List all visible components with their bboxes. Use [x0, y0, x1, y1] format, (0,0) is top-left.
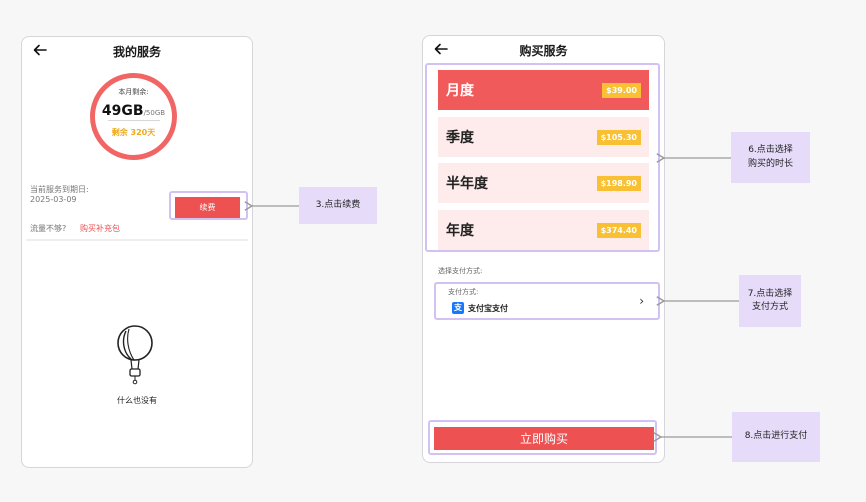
- renew-button[interactable]: 续费: [175, 197, 240, 218]
- remaining-amount: 49GB: [101, 103, 144, 119]
- divider: [26, 239, 248, 241]
- alipay-icon: 支: [452, 302, 464, 314]
- data-usage-ring: [90, 73, 177, 160]
- note-duration: 6.点击选择 购买的时长: [731, 132, 810, 183]
- top-bar: 购买服务: [423, 36, 664, 64]
- page-title: 我的服务: [112, 45, 161, 59]
- payment-caption: 支付方式:: [448, 288, 479, 296]
- payment-section-label: 选择支付方式:: [438, 267, 483, 275]
- remaining-label: 本月剩余:: [118, 88, 149, 96]
- total-amount: /50GB: [143, 109, 166, 117]
- plan-half-year[interactable]: 半年度 $198.90: [438, 163, 649, 203]
- expiry-date: 2025-03-09: [30, 195, 77, 204]
- highlight-plans: [425, 63, 660, 252]
- page-title: 购买服务: [519, 44, 568, 58]
- plan-price: $198.90: [596, 176, 641, 191]
- buy-now-button[interactable]: 立即购买: [434, 427, 654, 450]
- note-payment-line2: 支付方式: [751, 302, 788, 312]
- note-payment: 7.点击选择 支付方式: [739, 275, 801, 327]
- ring-divider: [108, 120, 160, 121]
- note-duration-line2: 购买的时长: [747, 158, 793, 169]
- remaining-value: 49GB/50GB: [87, 100, 180, 119]
- note-duration-line1: 6.点击选择: [748, 145, 793, 155]
- payment-method-name: 支付宝支付: [468, 304, 508, 313]
- empty-state-text: 什么也没有: [117, 396, 157, 405]
- back-arrow-icon[interactable]: [32, 42, 48, 58]
- plan-price: $105.30: [596, 130, 641, 145]
- top-bar: 我的服务: [22, 37, 252, 65]
- note-renew: 3.点击续费: [299, 187, 377, 224]
- expiry-label: 当前服务到期日:: [30, 185, 89, 194]
- plan-name: 半年度: [446, 176, 488, 192]
- plan-price: $374.40: [596, 223, 641, 238]
- plan-name: 季度: [446, 130, 474, 146]
- purchase-service-screen: 购买服务 月度 $39.00 季度 $105.30 半年度 $198.90 年度…: [422, 35, 665, 463]
- my-service-screen: 我的服务 本月剩余: 49GB/50GB 剩余 320天 当前服务到期日: 20…: [21, 36, 253, 468]
- highlight-buy: [428, 420, 657, 455]
- note-pay: 8.点击进行支付: [732, 412, 820, 462]
- payment-method-selector[interactable]: 支付方式: 支 支付宝支付 ›: [438, 285, 660, 319]
- plan-name: 月度: [446, 83, 474, 99]
- plan-price: $39.00: [602, 83, 641, 98]
- plan-monthly[interactable]: 月度 $39.00: [438, 70, 649, 110]
- traffic-prompt: 流量不够?: [30, 224, 67, 233]
- highlight-renew: [169, 191, 248, 220]
- plan-yearly[interactable]: 年度 $374.40: [438, 210, 649, 250]
- plan-name: 年度: [446, 223, 474, 239]
- plan-quarterly[interactable]: 季度 $105.30: [438, 117, 649, 157]
- note-payment-line1: 7.点击选择: [747, 288, 793, 299]
- back-arrow-icon[interactable]: [433, 41, 449, 57]
- highlight-payment: [434, 282, 660, 320]
- hot-air-balloon-icon: [117, 325, 153, 385]
- remaining-days: 剩余 320天: [111, 128, 156, 137]
- buy-add-on-link[interactable]: 购买补充包: [80, 224, 120, 233]
- chevron-right-icon: ›: [639, 294, 644, 308]
